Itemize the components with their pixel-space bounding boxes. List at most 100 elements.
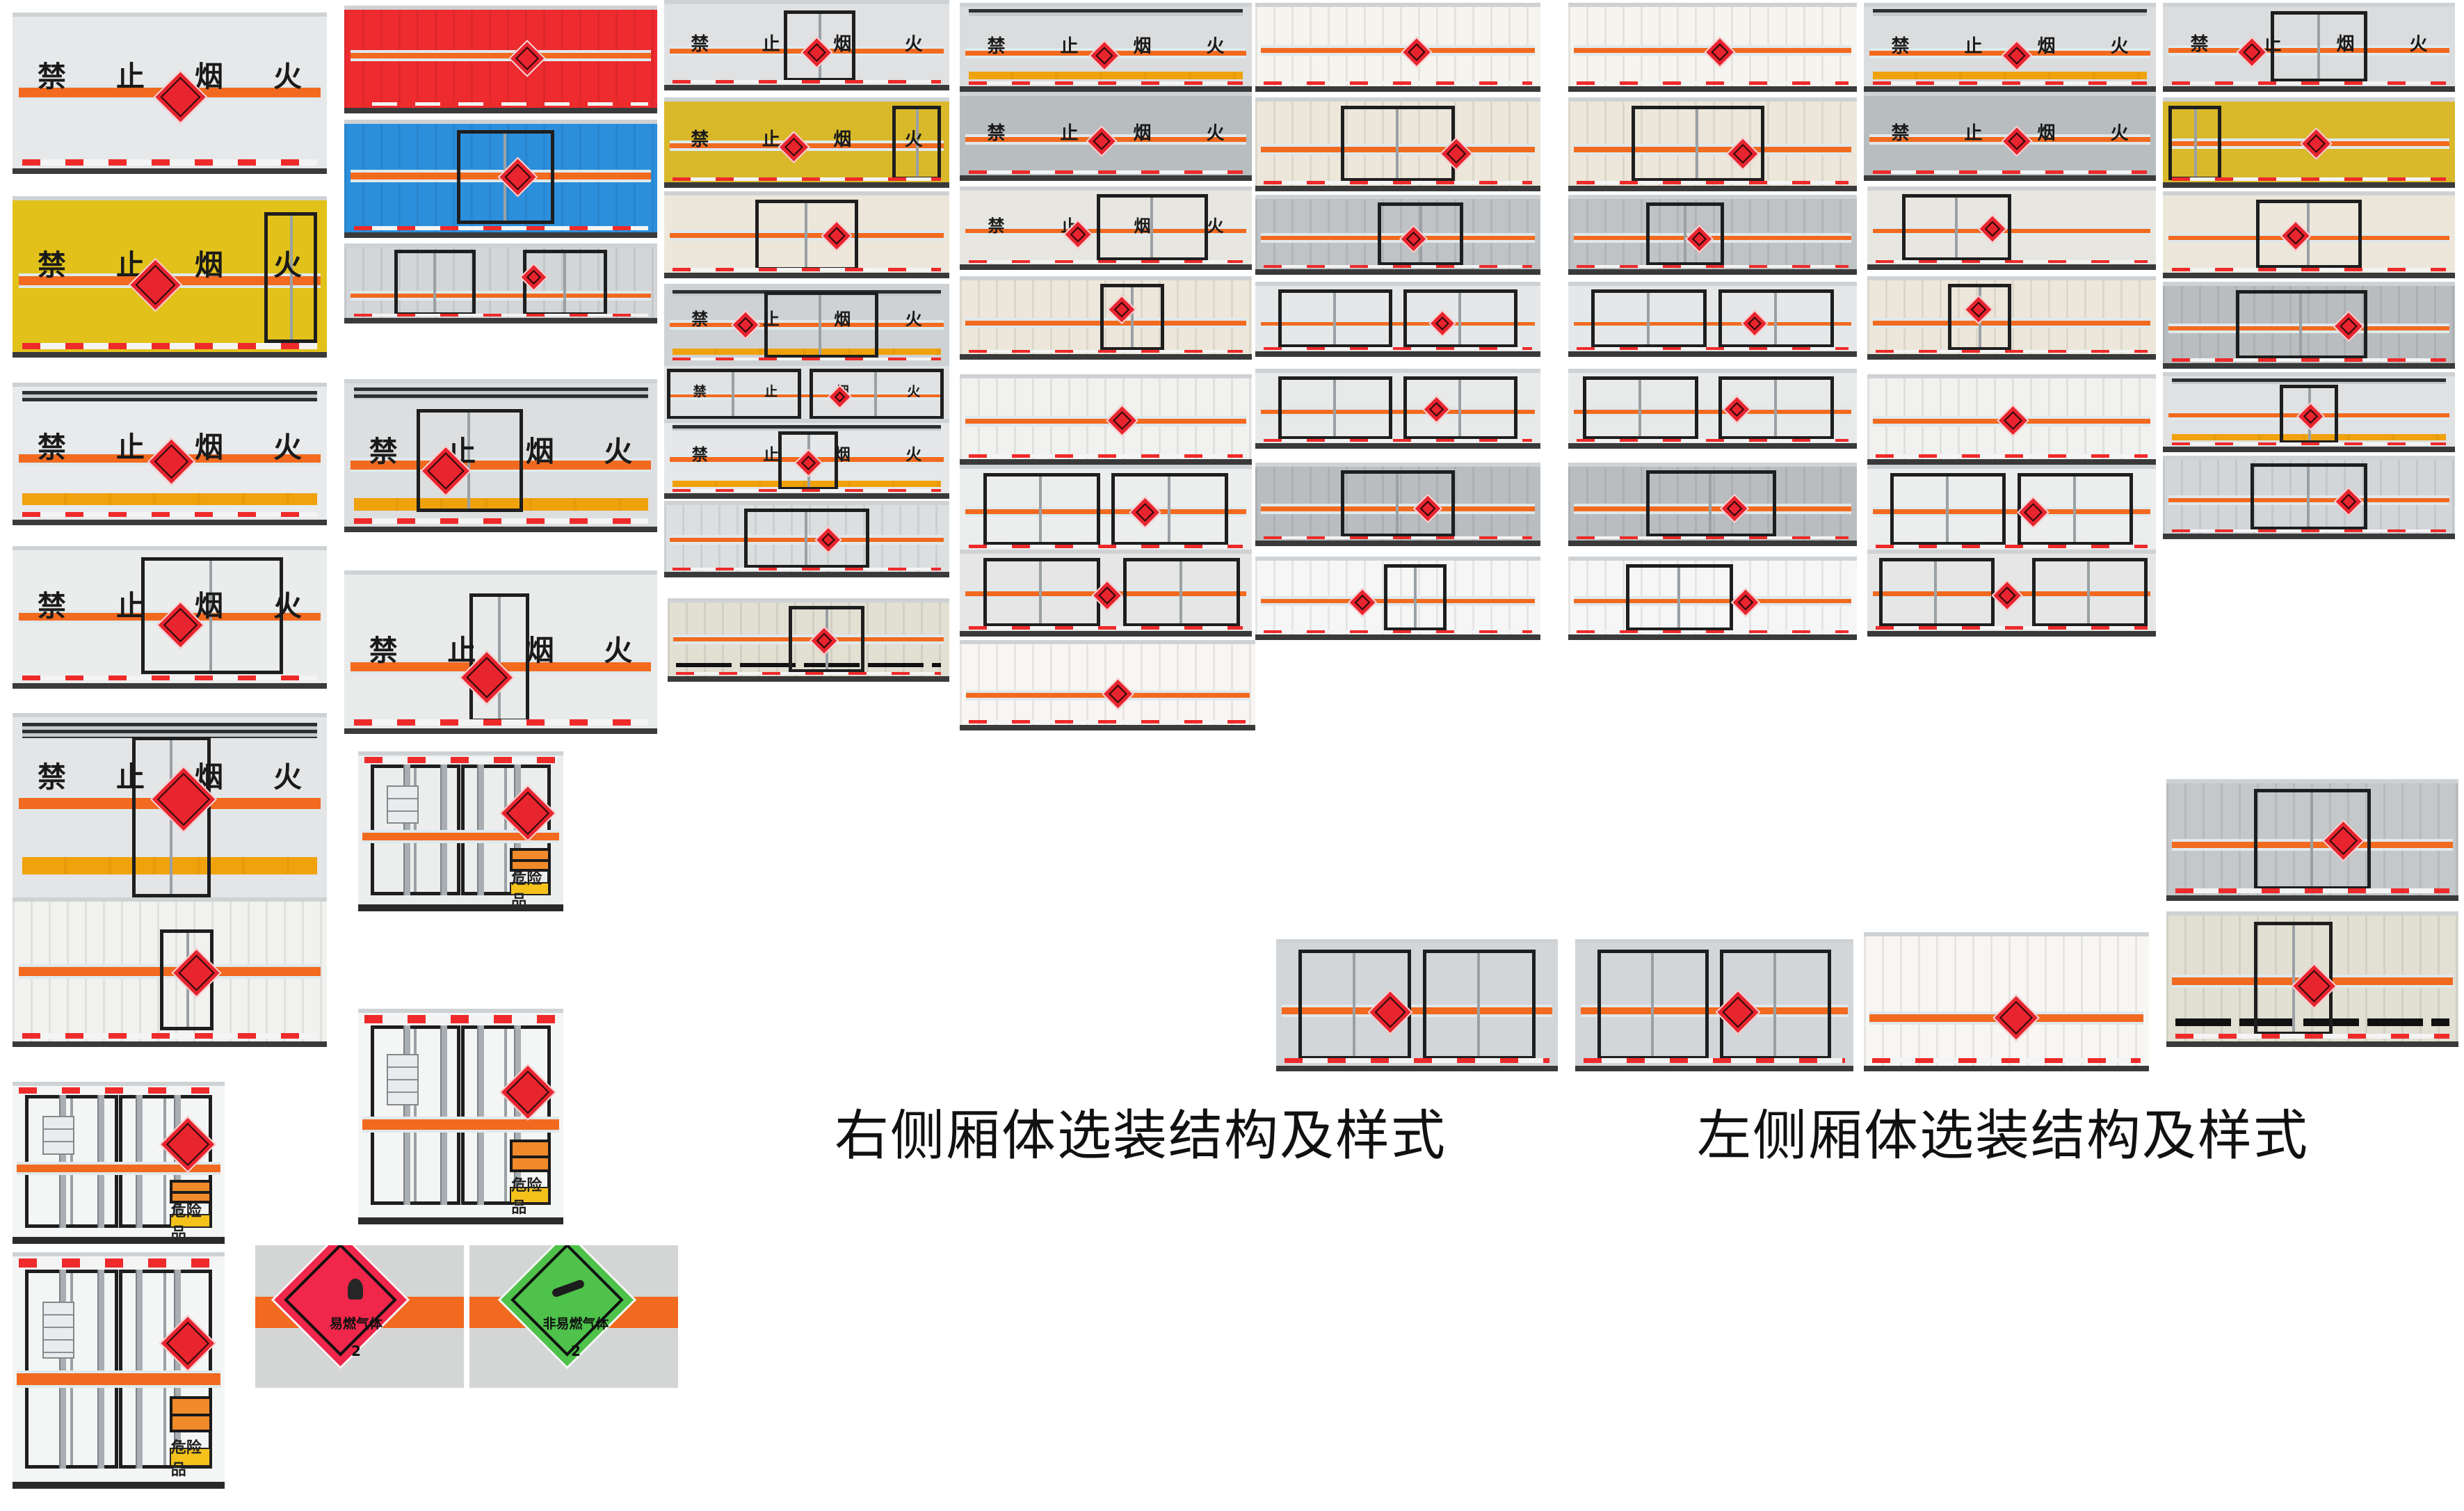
- lock-bar: [97, 1095, 104, 1228]
- reflective-strip: [1876, 626, 2148, 630]
- slogan-char: 禁: [988, 216, 1005, 236]
- truck-side-panel-photo: [1867, 186, 2156, 270]
- truck-rear-photo: 危险品: [358, 751, 563, 911]
- side-door: [1582, 376, 1698, 440]
- orange-stripe: [19, 967, 321, 976]
- no-smoking-slogan: 禁止烟火: [13, 424, 327, 465]
- reflective-strip: [22, 675, 318, 681]
- slogan-char: 禁: [987, 123, 1006, 145]
- slogan-char: 止: [762, 34, 780, 56]
- truck-side-panel-photo: [1255, 97, 1540, 191]
- reflective-strip: [673, 357, 941, 360]
- reflective-strip: [1872, 1057, 2141, 1064]
- reflective-strip: [968, 626, 1243, 630]
- reflective-strip: [968, 259, 1243, 263]
- orange-stripe: [965, 229, 1246, 234]
- slogan-char: 烟: [195, 60, 223, 94]
- reflective-strip: [1577, 630, 1849, 633]
- side-door: [1591, 289, 1707, 349]
- slogan-char: 止: [447, 634, 476, 668]
- truck-side-panel-photo: [1575, 939, 1853, 1071]
- slogan-char: 烟: [833, 129, 852, 150]
- truck-side-panel-photo: 禁止烟火: [13, 13, 327, 174]
- slogan-char: 火: [1207, 216, 1224, 236]
- reflective-strip: [1285, 1058, 1549, 1064]
- no-smoking-slogan: 禁止烟火: [344, 428, 657, 470]
- truck-side-panel-photo: 禁止烟火: [960, 92, 1252, 181]
- reflective-strip: [1876, 349, 2148, 353]
- corrugation: [1255, 199, 1540, 269]
- vent-louvers: [22, 390, 318, 401]
- reflective-strip: [2171, 81, 2447, 85]
- truck-side-panel-photo: [1867, 276, 2156, 360]
- no-smoking-slogan: 禁止烟火: [664, 305, 949, 330]
- slogan-char: 禁: [693, 383, 707, 399]
- yellow-reflective-stripe: [968, 72, 1243, 79]
- truck-side-panel-photo: 禁止烟火: [344, 379, 657, 532]
- orange-stripe: [670, 322, 944, 328]
- reflective-strip: [1876, 454, 2148, 458]
- reflective-strip: [673, 80, 941, 83]
- reflective-strip: [19, 1258, 218, 1268]
- orange-stripe: [1261, 409, 1535, 414]
- slogan-char: 止: [1964, 123, 1983, 145]
- corrugation: [1568, 467, 1857, 541]
- side-door: [416, 409, 523, 513]
- slogan-char: 烟: [834, 446, 851, 465]
- orange-stripe: [1574, 599, 1851, 604]
- slogan-char: 禁: [2190, 34, 2209, 56]
- slogan-char: 烟: [2037, 36, 2056, 58]
- reflective-strip: [673, 568, 941, 571]
- reflective-strip: [1577, 536, 1849, 539]
- reflective-strip: [1264, 630, 1532, 633]
- slogan-char: 火: [2110, 123, 2129, 145]
- orange-stripe: [1873, 321, 2150, 326]
- rear-door-left: [370, 1025, 461, 1206]
- reflective-strip: [1264, 180, 1532, 184]
- truck-rear-photo: 危险品: [13, 1082, 225, 1244]
- truck-side-panel-photo: [960, 276, 1252, 360]
- vent-louvers: [2171, 378, 2447, 385]
- orange-stripe: [1873, 229, 2150, 234]
- reflective-strip: [1872, 170, 2148, 174]
- orange-placard: [169, 1179, 212, 1204]
- reflective-strip: [2171, 177, 2447, 181]
- slogan-char: 禁: [369, 634, 398, 668]
- lock-bar: [477, 764, 485, 896]
- reflective-strip: [353, 719, 648, 726]
- truck-side-panel-photo: [1255, 195, 1540, 275]
- lock-bar: [403, 764, 410, 896]
- slogan-char: 火: [1206, 36, 1225, 58]
- side-door: [983, 472, 1100, 546]
- side-door: [1123, 557, 1241, 627]
- orange-stripe: [1873, 509, 2150, 514]
- truck-side-panel-photo: 禁止烟火: [960, 186, 1252, 270]
- truck-side-panel-photo: [1568, 369, 1857, 449]
- no-smoking-slogan: 禁止烟火: [664, 441, 949, 465]
- dangerous-goods-label: 危险品: [510, 870, 550, 904]
- reflective-strip: [1264, 264, 1532, 268]
- truck-side-panel-photo: 禁止烟火: [13, 196, 327, 358]
- truck-side-panel-photo: [1568, 463, 1857, 546]
- side-door: [1111, 472, 1229, 546]
- truck-side-panel-photo: [668, 598, 949, 682]
- slogan-char: 烟: [195, 431, 223, 465]
- no-smoking-slogan: 禁止烟火: [13, 53, 327, 95]
- reflective-strip: [1876, 545, 2148, 548]
- yellow-reflective-stripe: [353, 497, 648, 511]
- truck-side-panel-photo: 禁止烟火: [664, 0, 949, 90]
- flame-icon: [348, 1279, 363, 1300]
- truck-side-panel-photo: [1255, 557, 1540, 640]
- no-smoking-slogan: 禁止烟火: [960, 212, 1252, 237]
- truck-side-panel-photo: [2163, 97, 2455, 188]
- no-smoking-slogan: 禁止烟火: [960, 119, 1252, 145]
- corrugation: [1255, 7, 1540, 86]
- truck-side-panel-photo: [344, 6, 657, 113]
- slogan-char: 止: [764, 383, 778, 399]
- slogan-char: 烟: [833, 34, 852, 56]
- lock-bar: [477, 1025, 485, 1206]
- truck-side-panel-photo: [960, 374, 1252, 465]
- orange-stripe: [362, 833, 560, 840]
- reflective-strip: [1872, 81, 2148, 85]
